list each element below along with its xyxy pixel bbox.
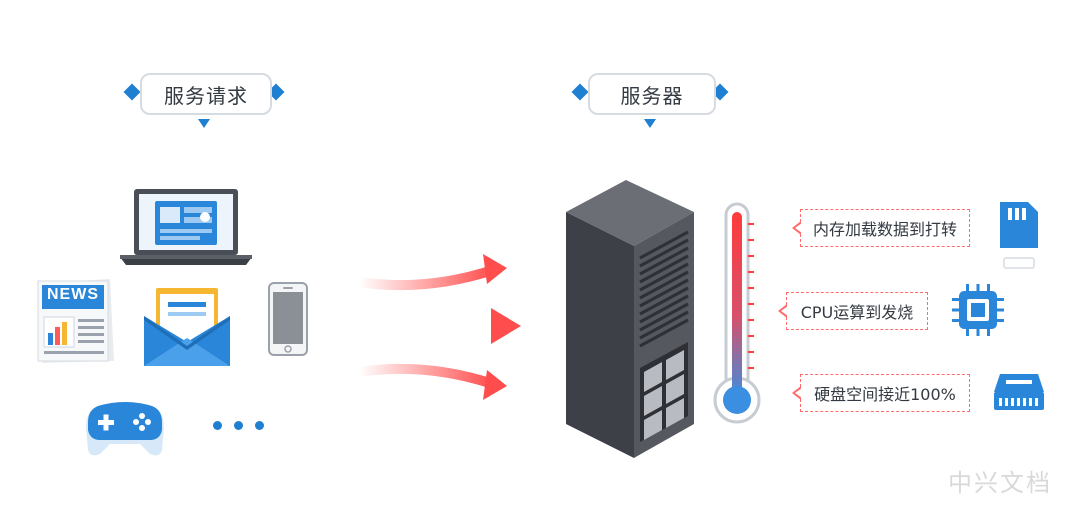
- server-title-text: 服务器: [620, 83, 684, 108]
- news-icon: NEWS: [34, 277, 116, 365]
- memory-status: 内存加载数据到打转: [792, 209, 970, 247]
- phone-icon: [268, 282, 308, 356]
- laptop-icon: [120, 189, 252, 265]
- sd-card-icon: [1000, 202, 1038, 269]
- title-left-diamond: [123, 83, 141, 101]
- more-dots-icon: [213, 421, 264, 430]
- watermark: 中兴文档: [948, 469, 1052, 497]
- gamepad-icon: [86, 402, 164, 456]
- cpu-status-text: CPU运算到发烧: [800, 303, 914, 322]
- server-caret: [644, 119, 656, 128]
- news-label: NEWS: [47, 286, 99, 303]
- disk-status: 硬盘空间接近100%: [792, 374, 970, 412]
- memory-status-text: 内存加载数据到打转: [812, 220, 957, 239]
- server-title: 服务器: [588, 73, 716, 115]
- title-left-diamond: [571, 83, 589, 101]
- server-icon: [566, 180, 694, 458]
- hard-drive-icon: [994, 374, 1044, 410]
- disk-status-text: 硬盘空间接近100%: [814, 385, 956, 404]
- email-icon: [144, 288, 230, 366]
- thermometer-icon: [713, 202, 761, 424]
- cpu-status: CPU运算到发烧: [778, 292, 928, 330]
- requests-title: 服务请求: [140, 73, 272, 115]
- requests-title-text: 服务请求: [164, 83, 248, 108]
- cpu-chip-icon: [952, 284, 1004, 336]
- requests-caret: [198, 119, 210, 128]
- flow-arrows: [355, 254, 521, 400]
